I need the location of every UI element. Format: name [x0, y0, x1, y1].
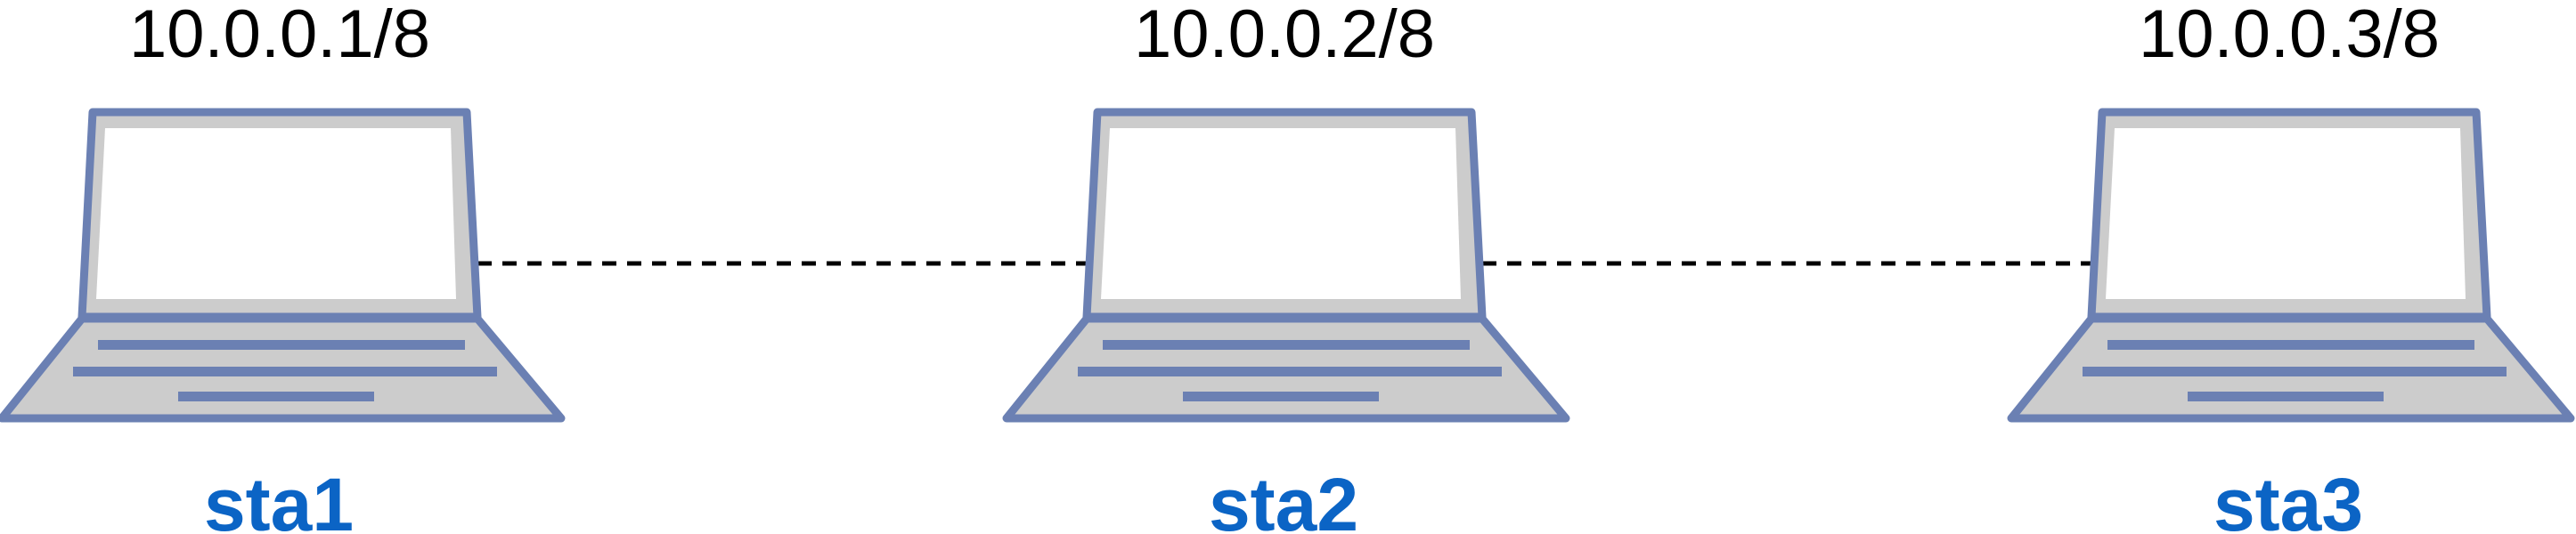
laptop-icon: [1002, 108, 1570, 423]
station-sta1: 10.0.0.1/8 sta1: [0, 0, 566, 534]
laptop-icon: [2007, 108, 2575, 423]
ip-label-sta1: 10.0.0.1/8: [129, 0, 430, 72]
station-label-sta3: sta3: [2213, 463, 2363, 534]
station-sta3: 10.0.0.3/8 sta3: [2007, 0, 2575, 534]
ip-label-sta3: 10.0.0.3/8: [2139, 0, 2440, 72]
laptop-icon: [0, 108, 566, 423]
station-label-sta2: sta2: [1209, 463, 1358, 534]
ip-label-sta2: 10.0.0.2/8: [1134, 0, 1435, 72]
station-label-sta1: sta1: [204, 463, 354, 534]
station-sta2: 10.0.0.2/8 sta2: [1002, 0, 1570, 534]
